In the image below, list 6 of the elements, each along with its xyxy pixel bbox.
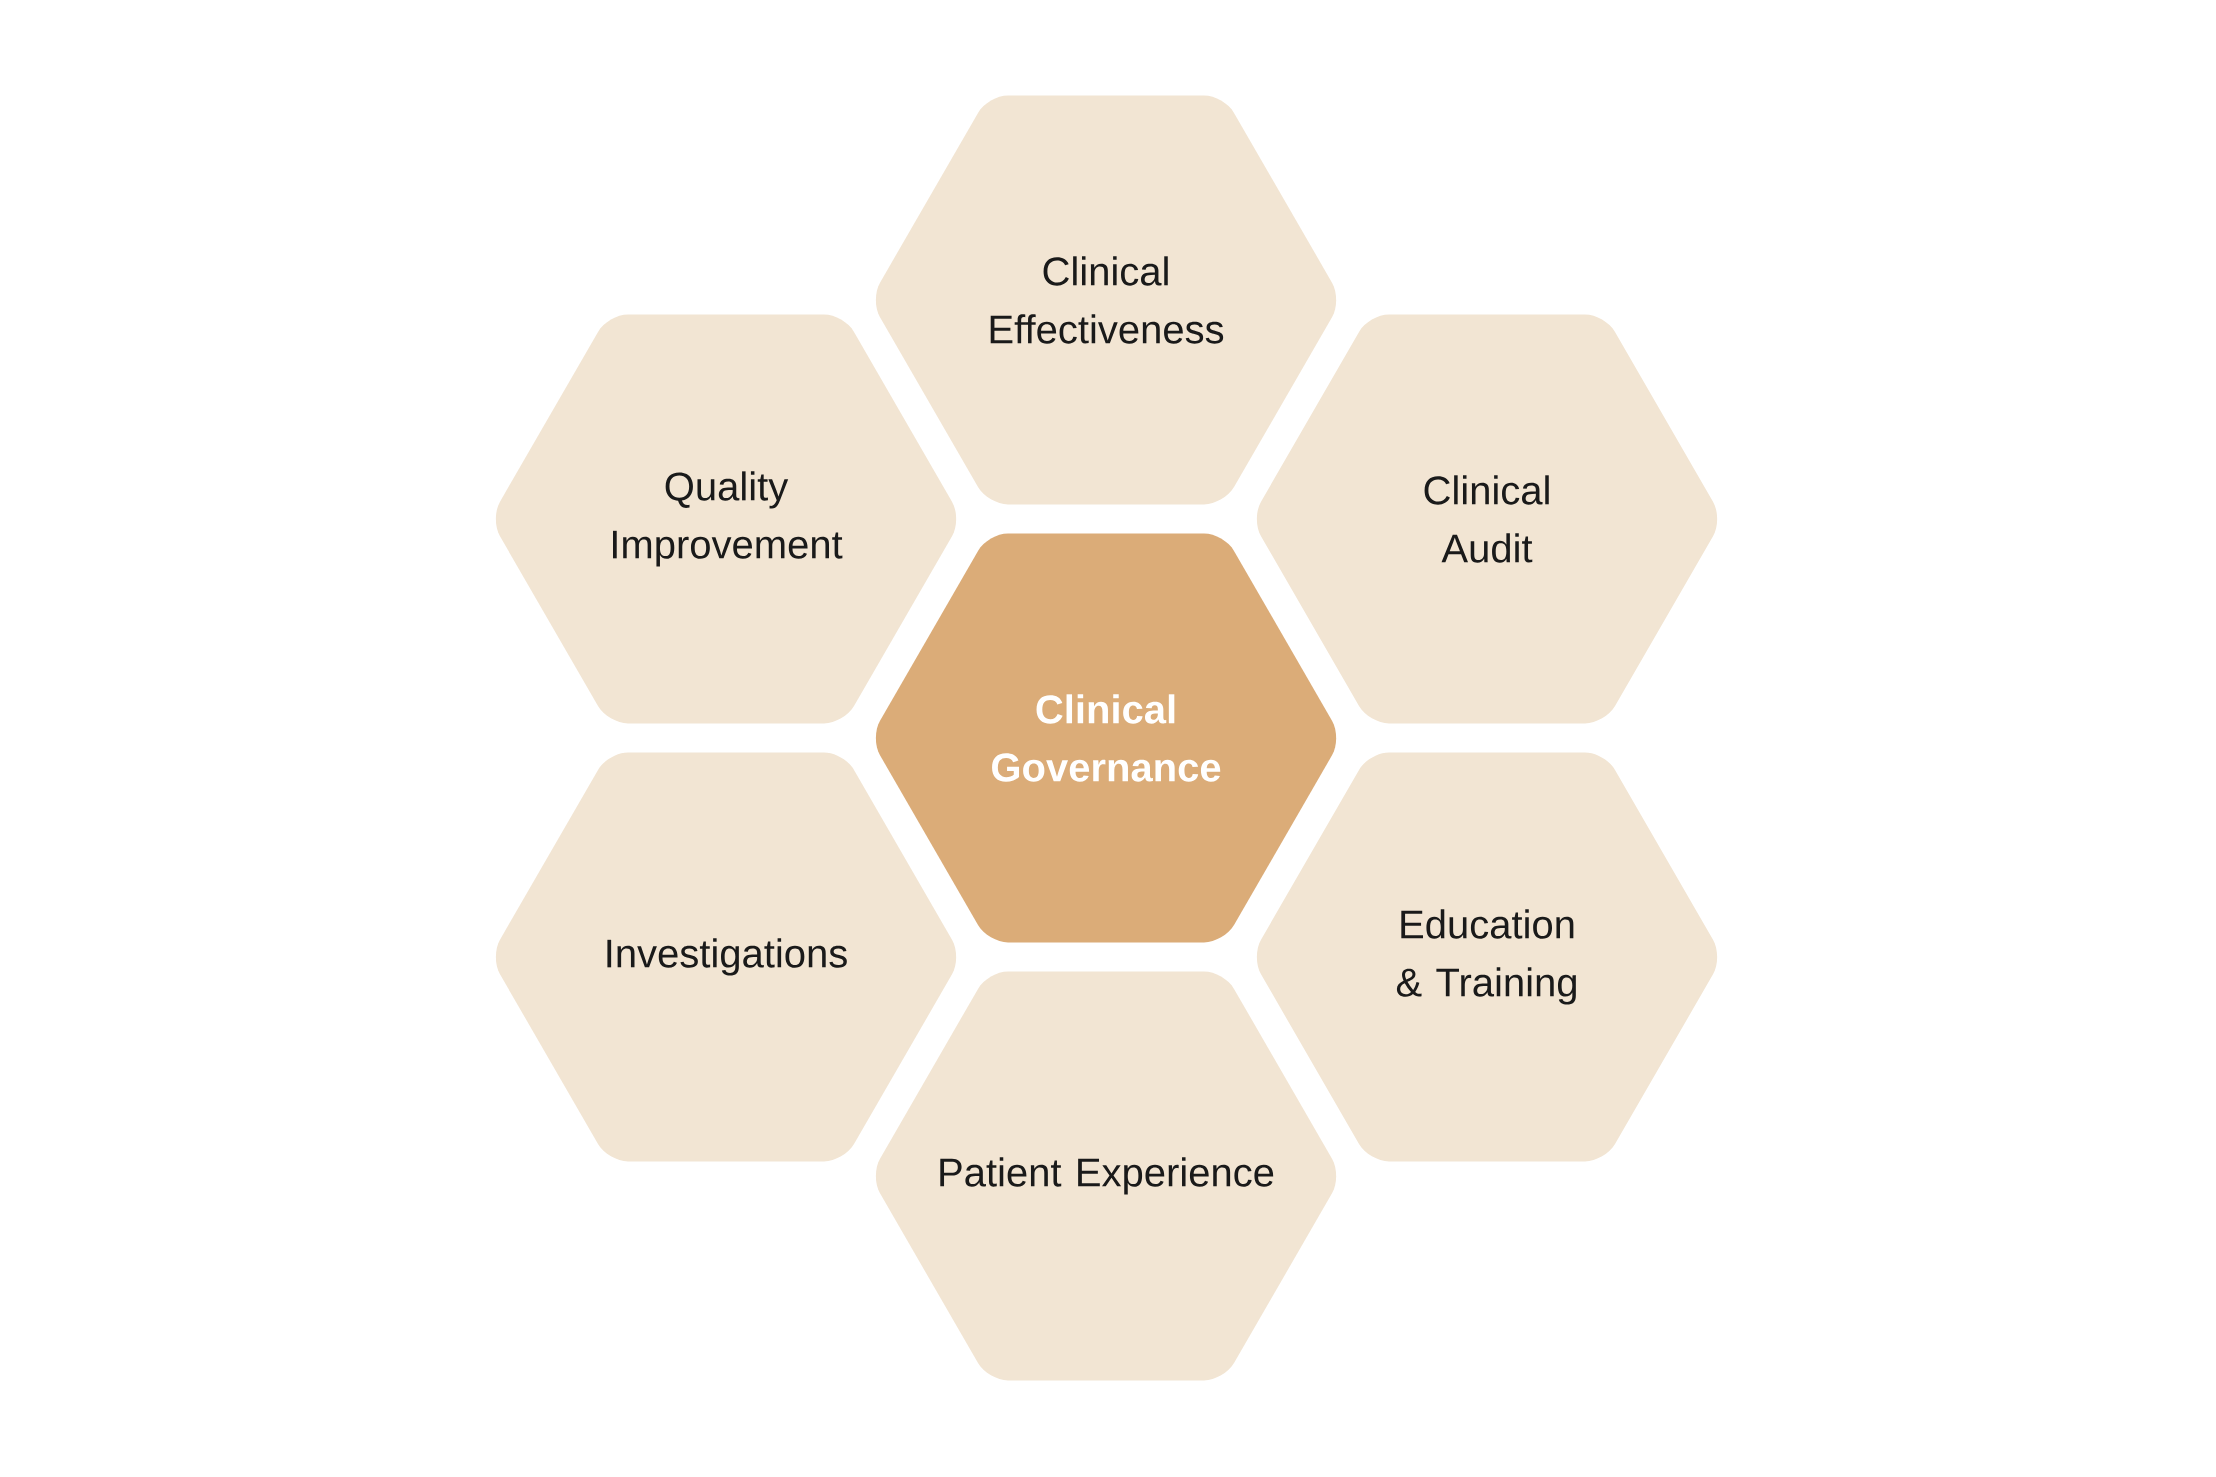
hexagon: Clinical Governance (875, 533, 1337, 943)
hexagon: Clinical Audit (1256, 314, 1718, 724)
hexagon: Education & Training (1256, 752, 1718, 1162)
hexagon: Clinical Effectiveness (875, 95, 1337, 505)
hexagon: Quality Improvement (495, 314, 957, 724)
hexagon: Patient Experience (875, 971, 1337, 1381)
